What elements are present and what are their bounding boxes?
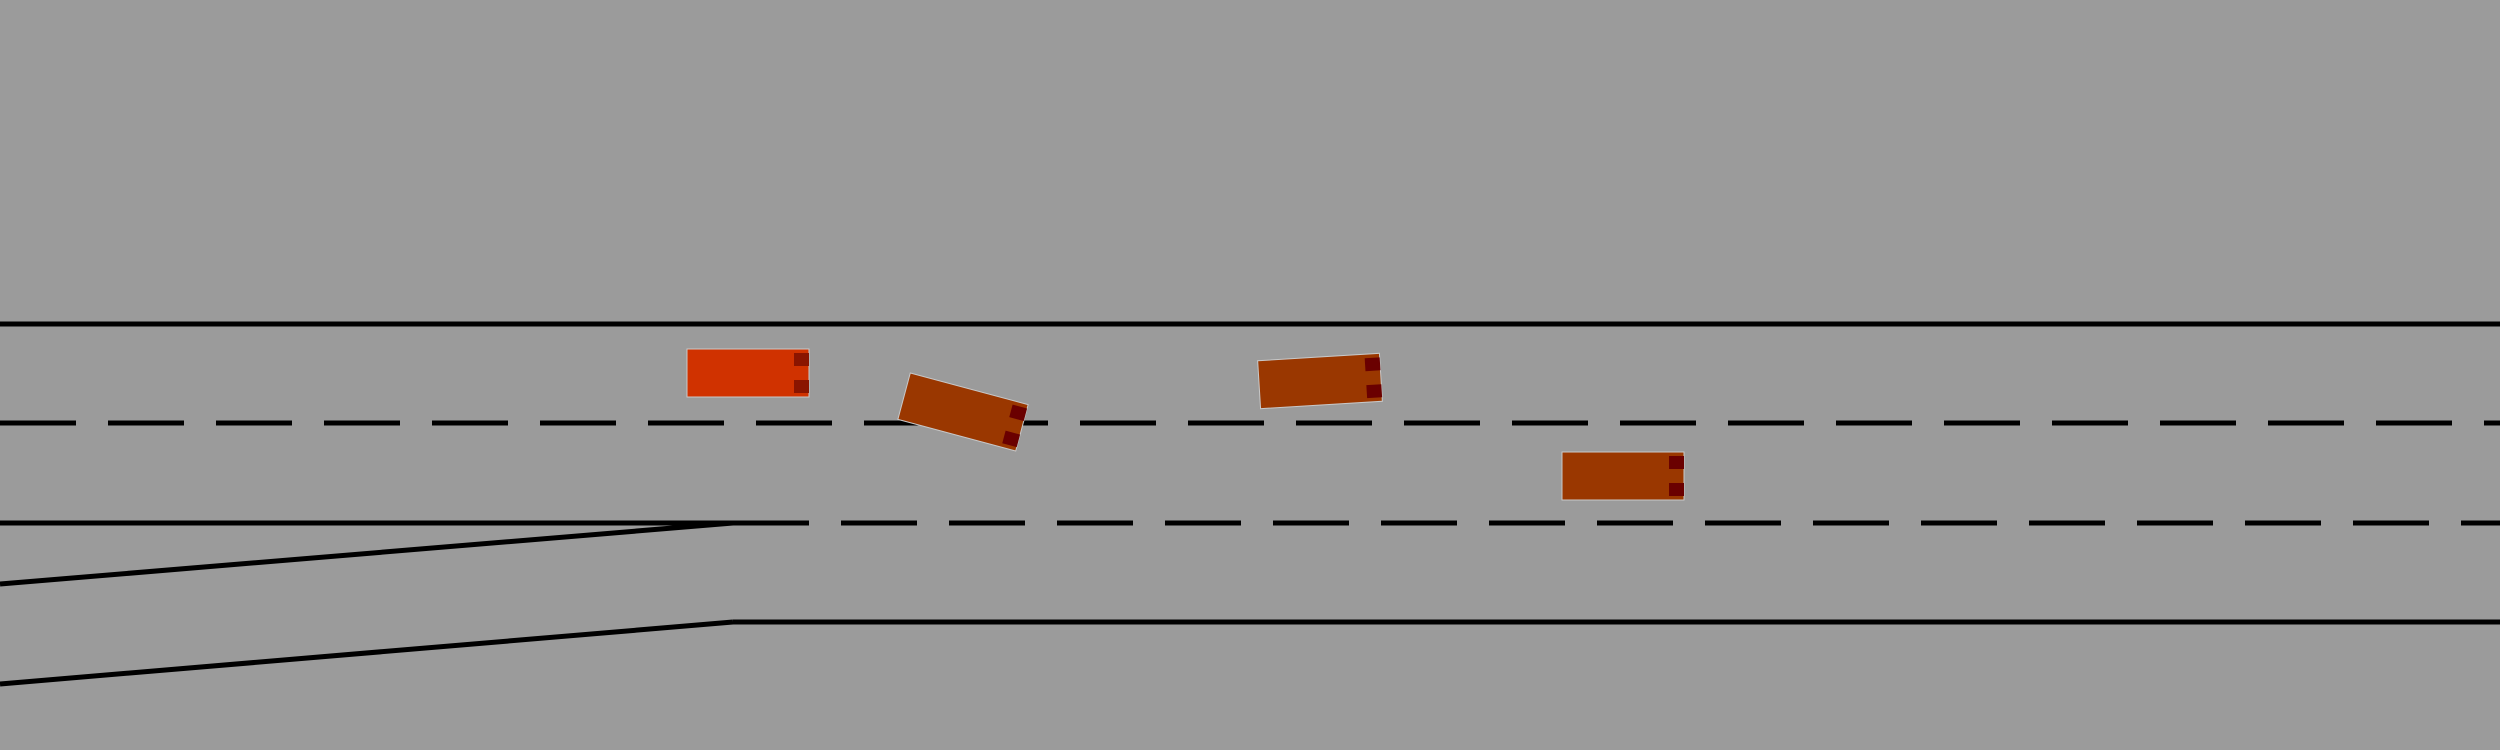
road-lines xyxy=(0,321,2500,687)
vehicle-4 xyxy=(1561,451,1685,501)
vehicle-body xyxy=(686,348,810,398)
vehicle-body xyxy=(1257,352,1383,410)
vehicle-2 xyxy=(897,372,1029,452)
merge-lane-lower-edge xyxy=(0,619,734,687)
vehicle-body xyxy=(897,372,1029,452)
headlight-bottom-icon xyxy=(1366,384,1383,399)
headlight-top-icon xyxy=(1669,456,1684,469)
merge-lane-upper-edge xyxy=(0,520,734,587)
vehicle-body xyxy=(1561,451,1685,501)
vehicle-3 xyxy=(1257,352,1383,410)
vehicles xyxy=(686,348,1685,501)
headlight-top-icon xyxy=(794,353,809,366)
headlight-top-icon xyxy=(1364,357,1381,372)
ego-vehicle xyxy=(686,348,810,398)
headlight-bottom-icon xyxy=(1002,430,1021,448)
headlight-bottom-icon xyxy=(794,380,809,393)
headlight-bottom-icon xyxy=(1669,483,1684,496)
headlight-top-icon xyxy=(1009,404,1028,422)
